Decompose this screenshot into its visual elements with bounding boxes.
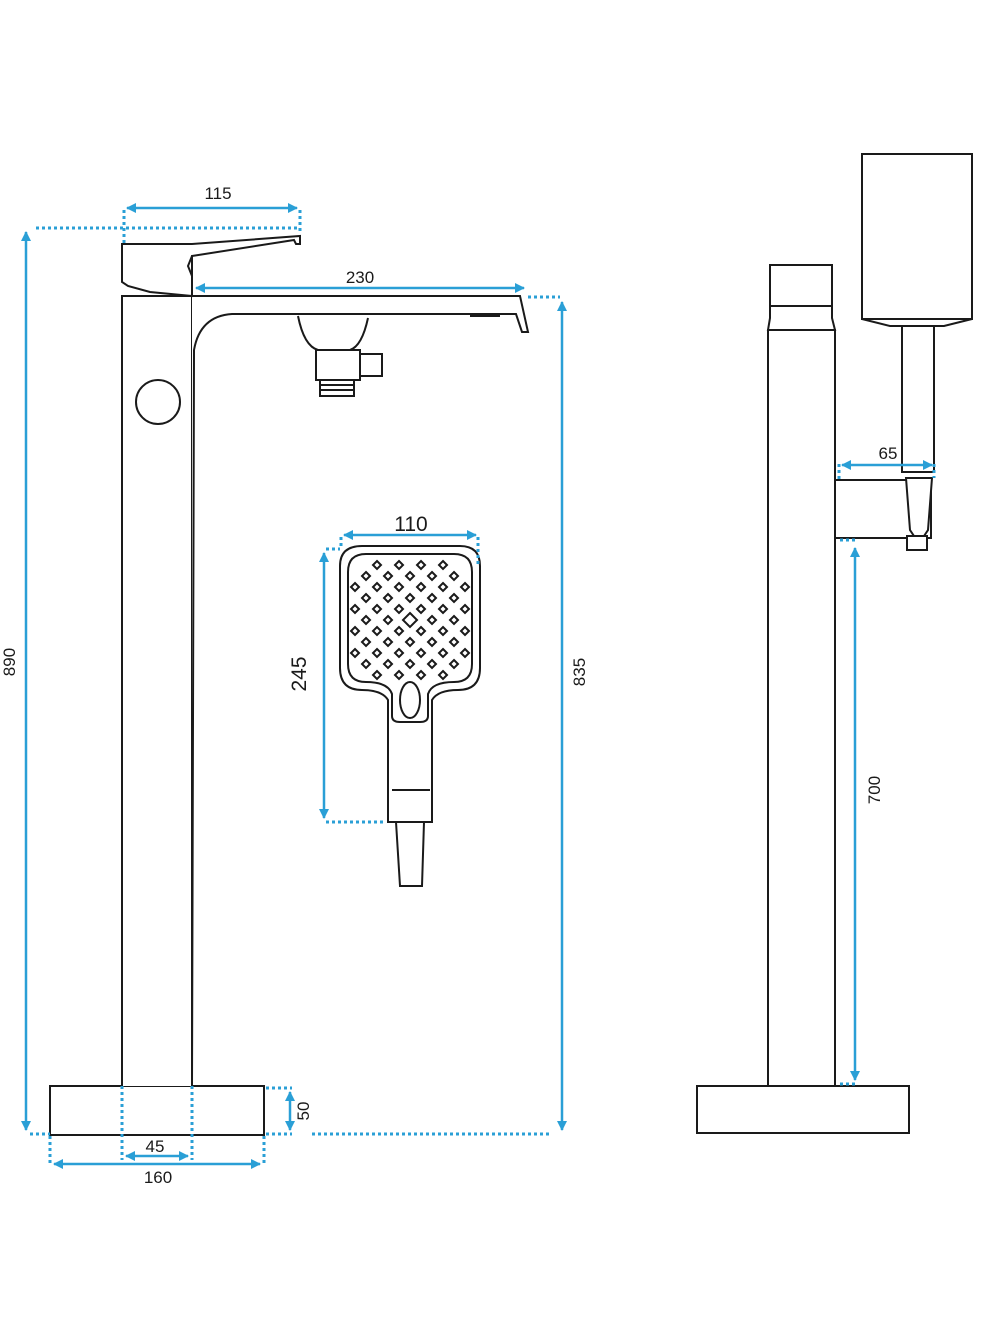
shower-outlet-bracket — [297, 315, 369, 351]
nozzle — [404, 636, 416, 648]
nozzle — [448, 658, 460, 670]
side-lever-cap — [769, 264, 833, 307]
nozzle — [393, 559, 405, 571]
holder-cone — [906, 535, 928, 551]
holder-clip — [904, 477, 934, 537]
nozzle — [360, 614, 372, 626]
nozzle — [415, 581, 427, 593]
nozzle — [426, 636, 438, 648]
nozzle — [393, 669, 405, 681]
hand-shower-button — [399, 681, 421, 719]
nozzle — [382, 592, 394, 604]
nozzle — [349, 647, 361, 659]
side-neck — [766, 305, 837, 331]
nozzle — [448, 592, 460, 604]
nozzle — [371, 669, 383, 681]
hand-shower — [339, 545, 481, 887]
nozzle — [415, 559, 427, 571]
dim-label-160: 160 — [144, 1168, 172, 1187]
nozzle — [426, 592, 438, 604]
nozzle — [360, 658, 372, 670]
dim-label-700: 700 — [865, 776, 884, 804]
nozzle — [459, 647, 471, 659]
side-shower-taper — [861, 318, 973, 327]
nozzle — [415, 669, 427, 681]
nozzle-grid — [349, 559, 471, 681]
nozzle — [426, 614, 438, 626]
lever-notch — [186, 255, 193, 277]
nozzle — [415, 603, 427, 615]
nozzle — [371, 559, 383, 571]
dim-label-835: 835 — [570, 658, 589, 686]
nozzle — [360, 570, 372, 582]
nozzle — [371, 581, 383, 593]
nozzle — [382, 658, 394, 670]
nozzle — [437, 603, 449, 615]
side-shower-head — [861, 153, 973, 320]
dim-label-45: 45 — [146, 1137, 165, 1156]
nozzle — [360, 636, 372, 648]
side-shower-handle — [901, 325, 935, 473]
nozzle — [393, 625, 405, 637]
nozzle — [437, 669, 449, 681]
nozzle — [404, 658, 416, 670]
nozzle — [415, 647, 427, 659]
nozzle — [459, 581, 471, 593]
front-base — [49, 1085, 265, 1136]
nozzle — [426, 570, 438, 582]
dim-label-245: 245 — [288, 656, 311, 691]
dim-label-110: 110 — [394, 513, 427, 536]
nozzle — [426, 658, 438, 670]
nozzle — [349, 603, 361, 615]
side-column — [767, 329, 836, 1087]
nozzle — [448, 636, 460, 648]
side-base — [696, 1085, 910, 1134]
nozzle — [349, 581, 361, 593]
nozzle — [371, 625, 383, 637]
nozzle — [401, 611, 419, 629]
nozzle — [437, 647, 449, 659]
dim-label-890: 890 — [0, 648, 19, 676]
nozzle — [437, 625, 449, 637]
nozzle — [371, 647, 383, 659]
nozzle — [382, 570, 394, 582]
shower-outlet-body — [315, 349, 361, 381]
shower-outlet-thread — [319, 379, 355, 397]
dim-label-65: 65 — [879, 444, 898, 463]
hand-shower-connector — [394, 821, 426, 887]
nozzle — [404, 592, 416, 604]
side-view — [696, 153, 973, 1134]
nozzle — [459, 603, 471, 615]
nozzle — [371, 603, 383, 615]
nozzle — [404, 570, 416, 582]
nozzle — [393, 581, 405, 593]
nozzle — [415, 625, 427, 637]
spout — [191, 295, 530, 1087]
nozzle — [382, 614, 394, 626]
shower-outlet-side — [359, 353, 383, 377]
dim-label-50: 50 — [294, 1102, 313, 1121]
dimensions: 115 890 230 835 110 245 50 45 — [0, 184, 936, 1187]
nozzle — [349, 625, 361, 637]
nozzle — [393, 647, 405, 659]
nozzle — [360, 592, 372, 604]
nozzle — [459, 625, 471, 637]
front-view — [49, 234, 530, 1136]
nozzle — [437, 559, 449, 571]
dim-label-115: 115 — [204, 184, 231, 203]
diverter-knob — [135, 379, 181, 425]
dim-label-230: 230 — [346, 268, 374, 287]
nozzle — [382, 636, 394, 648]
nozzle — [393, 603, 405, 615]
nozzle — [437, 581, 449, 593]
nozzle — [448, 614, 460, 626]
lever-handle — [121, 234, 301, 298]
nozzle — [448, 570, 460, 582]
